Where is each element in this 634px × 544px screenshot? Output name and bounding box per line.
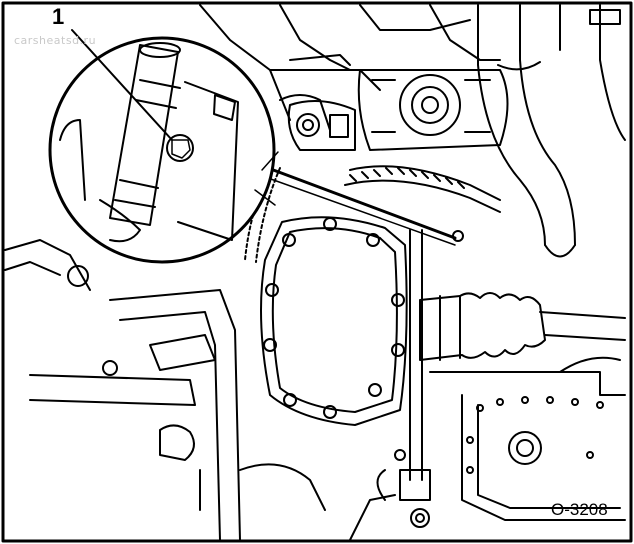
callout-number-label: 1	[52, 4, 65, 29]
right-pipe	[477, 4, 626, 258]
cover-bolt	[282, 233, 296, 247]
subframe	[429, 356, 626, 521]
mount-bushing	[399, 74, 461, 136]
detail-bolt	[166, 134, 194, 162]
left-structure	[4, 239, 406, 541]
upper-structure	[199, 4, 501, 131]
cv-boot	[419, 292, 626, 361]
engine-mount	[357, 69, 509, 151]
callout-leader	[266, 166, 457, 240]
callout-1-leader	[71, 29, 173, 141]
linkage-bolt	[410, 508, 430, 528]
mounting-bracket	[287, 100, 356, 151]
watermark-text: carsheatsd.ru	[14, 34, 97, 47]
bracket-bolt	[296, 113, 320, 137]
detail-magnifier	[48, 29, 276, 264]
target-bolt	[452, 230, 464, 242]
figure-code-label: O-3208	[551, 500, 608, 519]
transmission-cover	[260, 216, 408, 426]
vertical-linkage	[376, 229, 431, 528]
